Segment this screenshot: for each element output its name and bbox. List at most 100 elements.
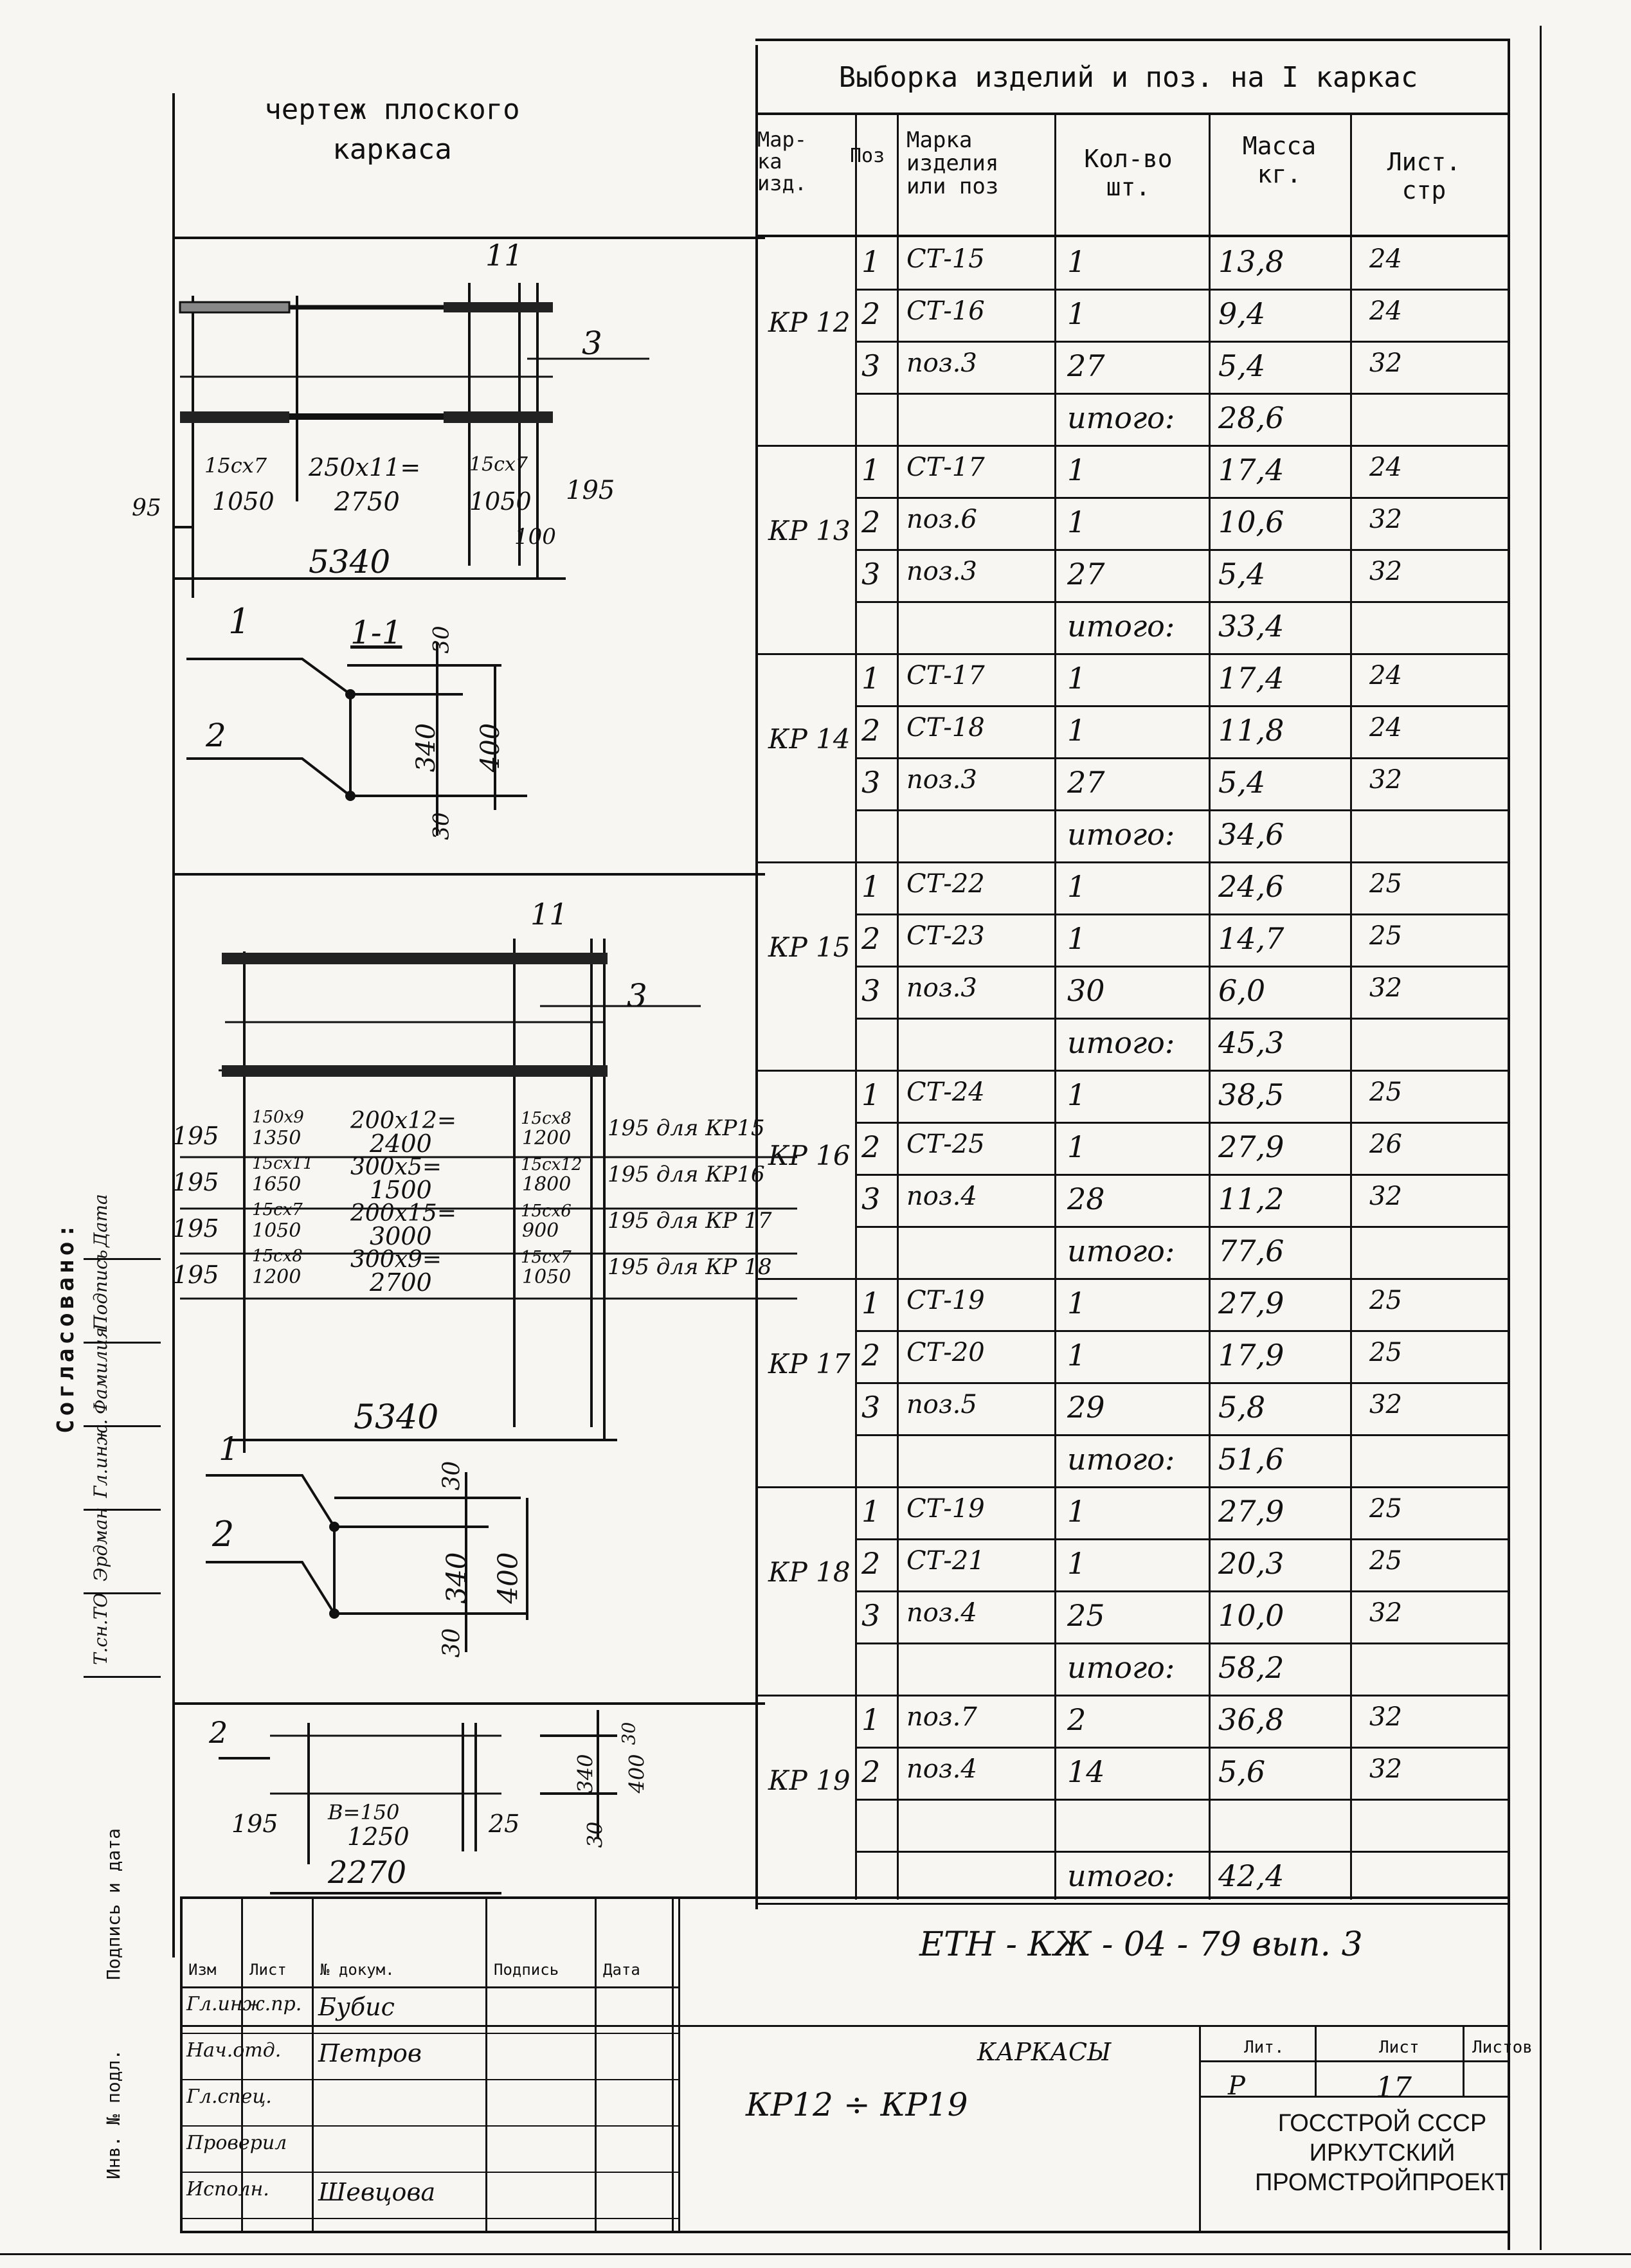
table-cell: СТ-24 bbox=[906, 1077, 985, 1107]
d2-dim: 195 bbox=[172, 1261, 219, 1289]
d2-pos-top: 11 bbox=[530, 897, 568, 932]
header-mass-1: Масса bbox=[1242, 132, 1317, 160]
tb-person: Петров bbox=[318, 2039, 422, 2067]
table-cell: 1 bbox=[1067, 244, 1086, 279]
table-cell: 38,5 bbox=[1218, 1077, 1284, 1112]
table-cell: итого: bbox=[1067, 1650, 1175, 1685]
d3-pos2: 2 bbox=[209, 1715, 228, 1750]
table-cell: СТ-19 bbox=[906, 1494, 985, 1524]
row-divider bbox=[855, 1226, 1508, 1228]
table-cell: 2 bbox=[861, 1338, 881, 1372]
table-cell: 34,6 bbox=[1218, 817, 1284, 852]
table-cell: итого: bbox=[1067, 1859, 1175, 1893]
table-cell: СТ-22 bbox=[906, 869, 985, 899]
col-item bbox=[897, 113, 899, 1900]
table-cell: 25 bbox=[1369, 921, 1402, 951]
tb-head: Лист bbox=[249, 1961, 287, 1979]
table-cell: 27,9 bbox=[1218, 1494, 1284, 1529]
table-cell: 1 bbox=[1067, 921, 1086, 956]
table-cell: 5,6 bbox=[1218, 1754, 1266, 1789]
table-cell: итого: bbox=[1067, 609, 1175, 644]
d1-d340: 340 bbox=[411, 723, 442, 773]
tb-divider bbox=[678, 1896, 680, 2231]
table-cell: 32 bbox=[1369, 557, 1402, 586]
table-cell: 2 bbox=[861, 1130, 881, 1164]
d2-dim: 1800 bbox=[522, 1173, 572, 1196]
table-cell: 32 bbox=[1369, 973, 1402, 1003]
table-cell: 3 bbox=[861, 348, 881, 383]
table-cell: 25 bbox=[1369, 1338, 1402, 1367]
table-cell: 1 bbox=[1067, 1338, 1086, 1372]
d2-dim: 15сх8 bbox=[521, 1109, 572, 1128]
tb-head: Подпись bbox=[494, 1961, 559, 1979]
col-qty bbox=[1054, 113, 1056, 1900]
table-cell: 3 bbox=[861, 1390, 881, 1425]
d2-d30b: 30 bbox=[438, 1628, 465, 1658]
d2-dim: 150х9 bbox=[252, 1108, 304, 1127]
group-divider bbox=[755, 861, 1508, 863]
header-sheet: Лист. стр bbox=[1350, 148, 1498, 204]
table-cell: 58,2 bbox=[1218, 1650, 1284, 1685]
table-cell: 32 bbox=[1369, 1390, 1402, 1419]
d2-dim: 1650 bbox=[252, 1173, 302, 1196]
table-cell: 20,3 bbox=[1218, 1546, 1284, 1581]
table-cell: 36,8 bbox=[1218, 1702, 1284, 1737]
row-divider bbox=[855, 497, 1508, 499]
tb-mid bbox=[180, 2025, 1508, 2027]
side-stamp-rule bbox=[84, 1676, 161, 1678]
tb-stamp-left bbox=[1199, 2025, 1201, 2231]
table-cell: 1 bbox=[861, 244, 881, 279]
group-divider bbox=[755, 445, 1508, 447]
d3-spacing: В=150 bbox=[328, 1800, 400, 1824]
d2-dim: 15сх12 bbox=[521, 1155, 582, 1174]
table-cell: 17,9 bbox=[1218, 1338, 1284, 1372]
org-line2: ИРКУТСКИЙ bbox=[1309, 2139, 1455, 2166]
drawing3-frame bbox=[219, 1710, 617, 1895]
table-cell: 1 bbox=[1067, 869, 1086, 904]
d2-dim: 300х5= bbox=[350, 1154, 442, 1180]
d1-pos-right: 3 bbox=[582, 325, 602, 362]
col-pos bbox=[855, 113, 857, 1900]
row-divider bbox=[855, 809, 1508, 811]
table-cell: 32 bbox=[1369, 1702, 1402, 1732]
tb-row bbox=[180, 2125, 678, 2127]
table-cell: СТ-16 bbox=[906, 296, 985, 326]
group-mark: КР 18 bbox=[768, 1556, 851, 1589]
row-divider bbox=[855, 1799, 1508, 1801]
table-cell: 32 bbox=[1369, 1598, 1402, 1628]
group-divider bbox=[755, 1070, 1508, 1072]
drawing-title-line2: каркаса bbox=[332, 133, 452, 166]
d3-d30b: 30 bbox=[582, 1821, 608, 1848]
table-cell: 1 bbox=[861, 1702, 881, 1737]
table-cell: 1 bbox=[861, 1077, 881, 1112]
row-divider bbox=[855, 1434, 1508, 1436]
table-cell: СТ-18 bbox=[906, 713, 985, 742]
table-cell: 1 bbox=[1067, 453, 1086, 487]
table-cell: 33,4 bbox=[1218, 609, 1284, 644]
d2-pos1: 1 bbox=[219, 1430, 239, 1468]
table-cell: итого: bbox=[1067, 401, 1175, 435]
table-cell: 27 bbox=[1067, 765, 1105, 800]
row-divider bbox=[855, 966, 1508, 968]
tb-row bbox=[180, 2079, 678, 2080]
table-cell: 1 bbox=[861, 1286, 881, 1320]
header-mark-3: изд. bbox=[757, 171, 807, 195]
tb-row bbox=[180, 2033, 678, 2034]
table-cell: поз.3 bbox=[906, 973, 977, 1003]
header-sheet-1: Лист. bbox=[1387, 148, 1461, 176]
d2-dim: 200х12= bbox=[350, 1108, 456, 1134]
d3-d400: 400 bbox=[624, 1754, 649, 1794]
table-cell: 2 bbox=[861, 921, 881, 956]
group-mark: КР 15 bbox=[768, 932, 851, 964]
table-cell: 27,9 bbox=[1218, 1286, 1284, 1320]
d2-dim: 195 для КР16 bbox=[608, 1162, 765, 1187]
table-cell: 2 bbox=[861, 713, 881, 748]
table-cell: 25 bbox=[1369, 869, 1402, 899]
table-cell: 13,8 bbox=[1218, 244, 1284, 279]
group-mark: КР 16 bbox=[768, 1140, 851, 1172]
table-cell: 11,8 bbox=[1218, 713, 1284, 748]
d1-pos1: 1 bbox=[228, 601, 251, 642]
side-stamp-col: Подпись bbox=[90, 1249, 111, 1331]
d3-d340: 340 bbox=[573, 1754, 598, 1794]
table-cell: 1 bbox=[1067, 505, 1086, 539]
